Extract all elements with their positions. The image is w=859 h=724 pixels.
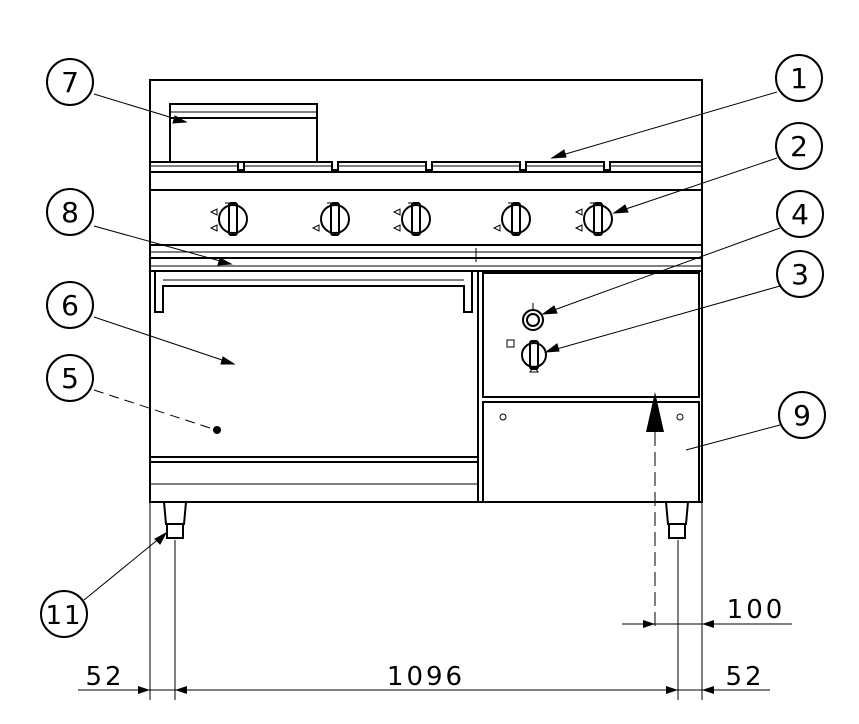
svg-text:2: 2	[790, 130, 808, 163]
burner-knobs	[209, 202, 613, 236]
dimension-lines	[78, 502, 792, 700]
callout-7: 7	[46, 58, 94, 106]
burner-knob-icon	[574, 202, 613, 236]
burner-knob-icon	[209, 202, 248, 236]
control-box	[482, 272, 700, 398]
dimension-feet-span: 1096	[387, 662, 465, 692]
thermostat-knob-icon	[506, 339, 547, 373]
svg-text:9: 9	[793, 399, 811, 432]
oven-door	[149, 270, 479, 458]
svg-text:1: 1	[790, 62, 808, 95]
right-cupboard	[482, 401, 700, 503]
svg-text:6: 6	[61, 289, 79, 322]
leader-lines	[83, 91, 781, 601]
svg-text:3: 3	[791, 258, 809, 291]
gas-inlet-arrow-icon	[646, 392, 664, 628]
callout-5: 5	[46, 354, 94, 402]
callout-6: 6	[46, 281, 94, 329]
svg-text:5: 5	[61, 362, 79, 395]
svg-text:8: 8	[61, 196, 79, 229]
callout-bubbles: 1 2 4 3 9 7 8 6	[40, 54, 826, 638]
callout-9: 9	[778, 391, 826, 439]
callout-1: 1	[775, 54, 823, 102]
dimension-inlet-offset: 100	[727, 595, 786, 625]
dimension-right-offset: 52	[725, 662, 764, 692]
dimension-left-offset: 52	[85, 662, 124, 692]
burner-knob-icon	[311, 202, 350, 236]
svg-text:7: 7	[61, 66, 79, 99]
svg-text:4: 4	[791, 198, 809, 231]
callout-8: 8	[46, 188, 94, 236]
svg-text:11: 11	[45, 601, 82, 631]
burner-grates	[149, 161, 703, 172]
callout-11: 11	[40, 590, 88, 638]
burner-knob-icon	[492, 202, 531, 236]
callout-3: 3	[776, 250, 824, 298]
fry-top-plate	[169, 103, 318, 163]
callout-4: 4	[776, 190, 824, 238]
oven-plinth	[150, 271, 479, 502]
pilot-light-icon	[522, 303, 544, 331]
callout-2: 2	[775, 122, 823, 170]
burner-knob-icon	[392, 202, 431, 236]
feet	[163, 501, 689, 539]
dimension-labels: 52 1096 52 100	[85, 595, 786, 692]
appliance-body	[149, 79, 703, 503]
